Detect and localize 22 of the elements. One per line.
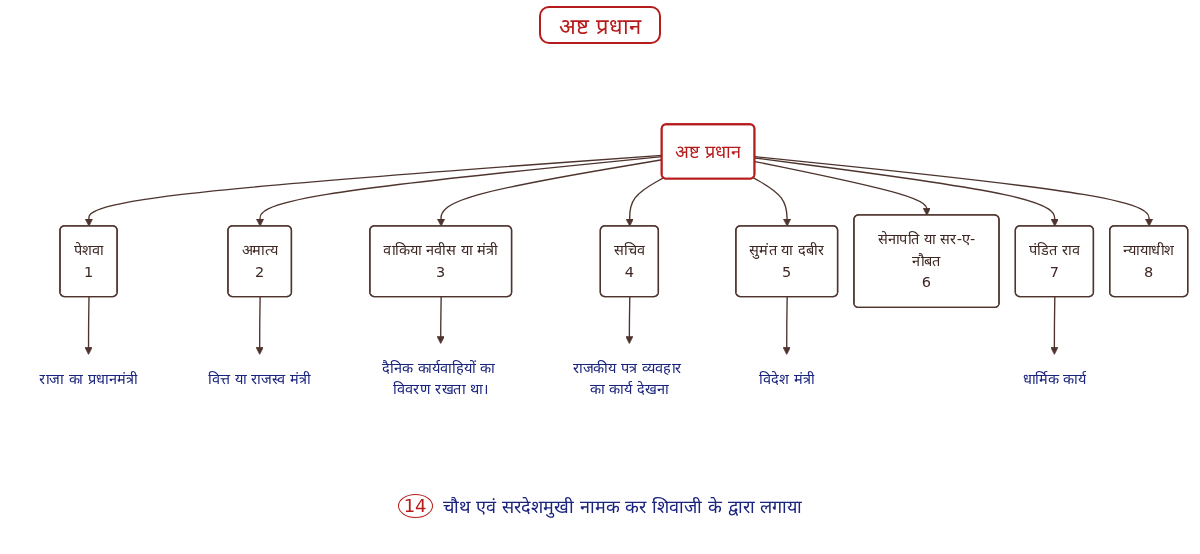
arrow <box>84 154 663 227</box>
arrow <box>256 155 663 227</box>
arrow <box>754 156 1059 227</box>
arrow <box>754 155 1154 227</box>
arrow <box>436 295 445 344</box>
arrow <box>625 295 634 344</box>
arrow <box>625 176 665 227</box>
node-text: वित्त या राजस्व मंत्री <box>208 369 312 387</box>
arrow <box>437 158 663 227</box>
arrow <box>754 160 931 216</box>
node-text: राजा का प्रधानमंत्री <box>39 369 138 387</box>
arrow <box>255 295 264 355</box>
node-text: दैनिक कार्यवाहियों का विवरण रखता था। <box>382 358 495 398</box>
node-text: धार्मिक कार्य <box>1022 369 1087 387</box>
node-text: विदेश मंत्री <box>759 369 815 387</box>
arrow <box>782 295 791 355</box>
note-text: चौथ एवं सरदेशमुखी नामक कर शिवाजी के द्वारा लगाया <box>442 495 803 518</box>
arrow <box>752 176 792 227</box>
arrow <box>84 295 93 355</box>
arrow <box>1050 295 1059 355</box>
node-text: राजकीय पत्र व्यवहार का कार्य देखना <box>572 358 682 398</box>
title-box: अष्ट प्रधान <box>539 6 661 44</box>
